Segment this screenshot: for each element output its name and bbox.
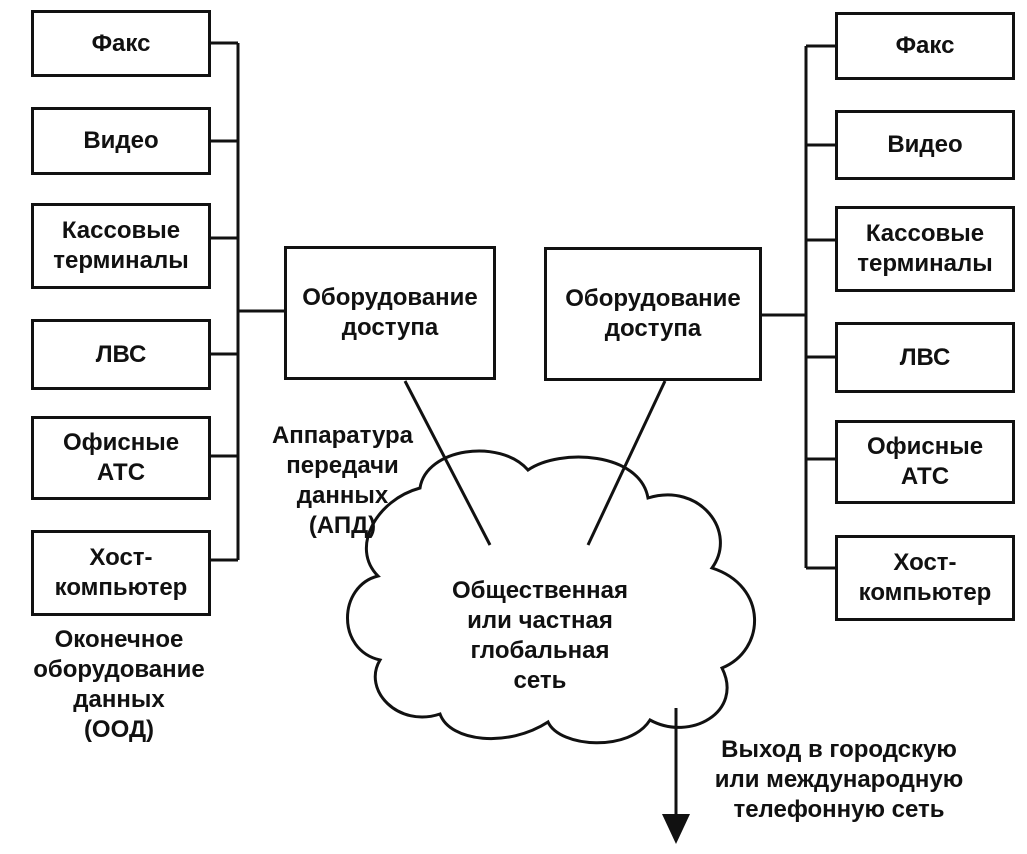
right-terminal-video: Видео (835, 110, 1015, 180)
right-terminal-host: Хост- компьютер (835, 535, 1015, 621)
right-terminal-lan: ЛВС (835, 322, 1015, 393)
right-access-to-network-line (586, 380, 667, 546)
left-access-equipment: Оборудование доступа (284, 246, 496, 380)
dte-label: Оконечное оборудование данных (ООД) (33, 626, 205, 743)
left-terminal-video: Видео (31, 107, 211, 175)
exit-arrow-head (662, 814, 690, 844)
left-terminal-pbx: Офисные АТС (31, 416, 211, 500)
right-access-equipment: Оборудование доступа (544, 247, 762, 381)
right-terminal-fax: Факс (835, 12, 1015, 80)
left-terminal-fax: Факс (31, 10, 211, 77)
exit-label: Выход в городскую или международную теле… (714, 736, 964, 823)
left-access-to-network-line (403, 380, 492, 546)
left-terminal-pos: Кассовые терминалы (31, 203, 211, 289)
network-label: Общественная или частная глобальная сеть (451, 577, 628, 694)
right-terminal-pbx: Офисные АТС (835, 420, 1015, 504)
dce-label: Аппаратура передачи данных (АПД) (271, 422, 414, 539)
network-cloud-shape (346, 449, 756, 745)
left-terminal-lan: ЛВС (31, 319, 211, 390)
left-terminal-host: Хост- компьютер (31, 530, 211, 616)
right-terminal-pos: Кассовые терминалы (835, 206, 1015, 292)
